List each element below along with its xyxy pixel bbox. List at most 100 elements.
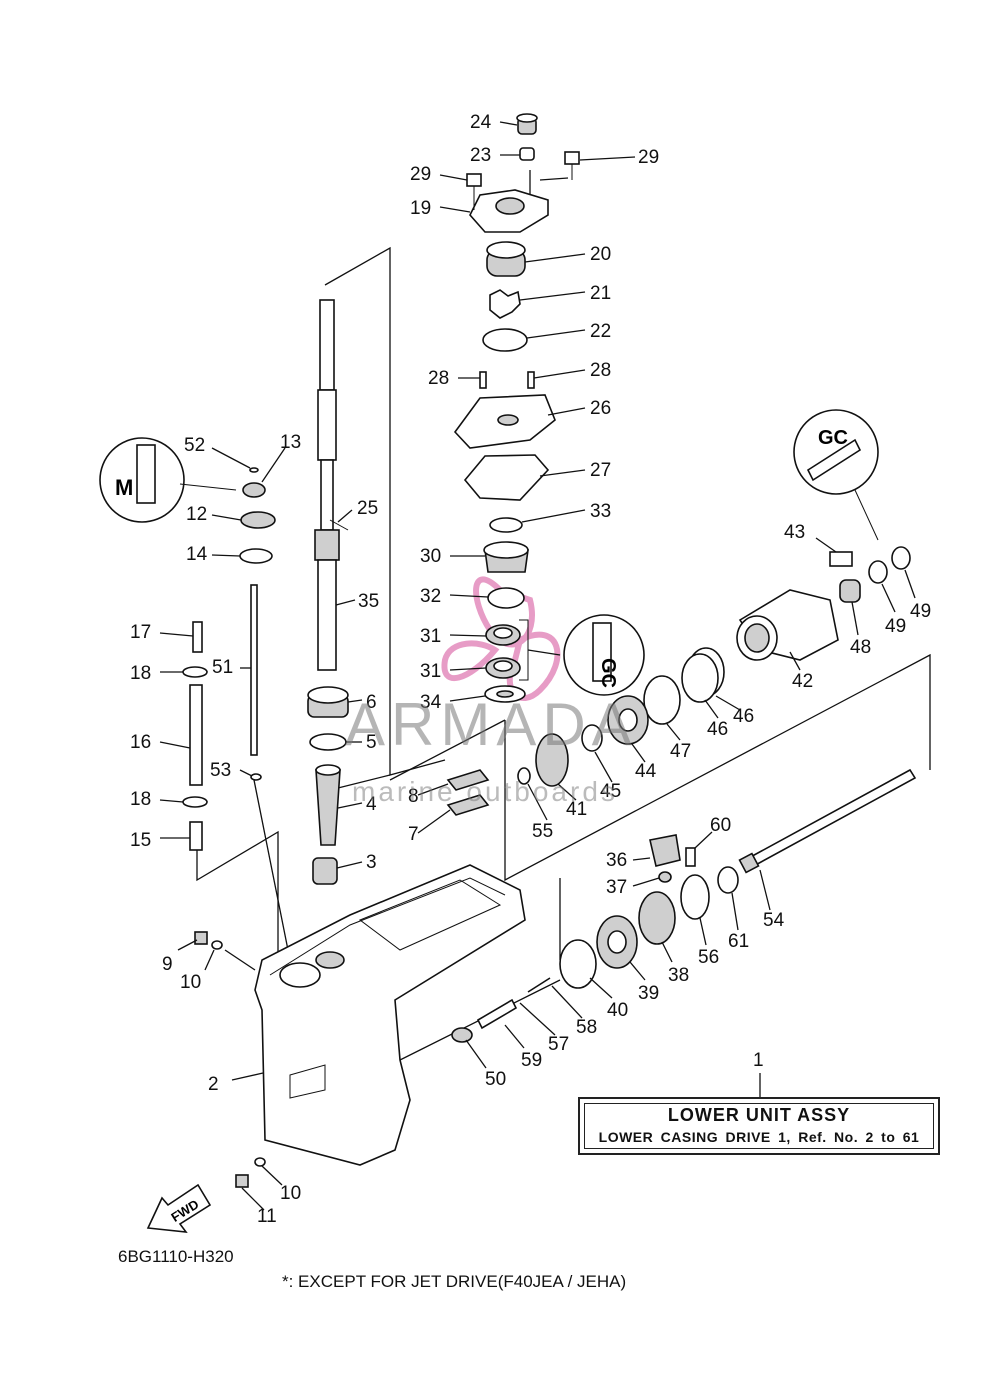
callout-51: 51 [212,657,233,678]
callout-22: 22 [590,321,611,342]
svg-text:GC: GC [818,427,848,449]
callout-numbers: 1 2 3 4 5 6 7 8 9 10 10 11 12 13 14 15 1… [130,112,931,1227]
prop-shaft-housing-parts [829,546,911,603]
callout-33: 33 [590,501,611,522]
reverse-gear [517,733,569,787]
plate-and-gasket [453,371,556,501]
callout-50: 50 [485,1069,506,1090]
callout-12: 12 [186,504,207,525]
callout-16: 16 [130,732,151,753]
callout-42: 42 [792,671,813,692]
callout-37: 37 [606,877,627,898]
callout-21: 21 [590,283,611,304]
callout-44: 44 [635,761,657,782]
callout-55: 55 [532,821,553,842]
callout-7: 7 [408,824,419,845]
callout-60: 60 [710,815,731,836]
callout-10a: 10 [180,972,201,993]
fwd-arrow: FWD [146,1183,212,1233]
shift-seals [239,467,276,564]
callout-14: 14 [186,544,208,565]
callout-38: 38 [668,965,689,986]
callout-17: 17 [130,622,151,643]
detail-circle-right: GC [793,409,879,541]
callout-40: 40 [607,1000,628,1021]
callout-57: 57 [548,1034,569,1055]
callout-5: 5 [366,732,377,753]
callout-56: 56 [698,947,719,968]
casing-screws [194,931,266,1188]
callout-49a: 49 [885,616,906,637]
impeller-parts [482,241,528,352]
lower-casing [254,864,526,1166]
callout-59: 59 [521,1050,542,1071]
callout-11: 11 [257,1206,277,1227]
pump-cover-part [466,113,580,233]
callout-35: 35 [358,591,379,612]
callout-18a: 18 [130,663,151,684]
callout-18b: 18 [130,789,151,810]
callout-20: 20 [590,244,611,265]
callout-31b: 31 [420,661,441,682]
housing-rings [581,647,725,752]
callout-10b: 10 [280,1183,301,1204]
callout-27: 27 [590,460,611,481]
callout-43: 43 [784,522,805,543]
callout-19: 19 [410,198,431,219]
callout-6: 6 [366,692,377,713]
callout-31a: 31 [420,626,441,647]
watermark-tagline: marine outboards [352,776,618,807]
callout-leaders [159,121,916,1211]
svg-text:M: M [115,475,133,500]
callout-61: 61 [728,931,749,952]
callout-53: 53 [210,760,231,781]
propeller-shaft [738,768,917,874]
callout-25: 25 [357,498,378,519]
drive-bearings [307,686,349,885]
callout-58: 58 [576,1017,597,1038]
callout-3: 3 [366,852,377,873]
callout-8: 8 [408,786,419,807]
callout-1: 1 [753,1050,764,1071]
callout-47: 47 [670,741,691,762]
callout-32: 32 [420,586,441,607]
shift-rod [250,584,262,781]
callout-15: 15 [130,830,151,851]
svg-text:GC: GC [597,658,619,688]
assembly-title-box: LOWER UNIT ASSY LOWER CASING DRIVE 1, Re… [578,1097,940,1155]
callout-54: 54 [763,910,785,931]
assembly-title-inner [584,1103,934,1149]
callout-41: 41 [566,799,587,820]
callout-2: 2 [208,1074,219,1095]
anodes [446,769,490,816]
callout-48: 48 [850,637,871,658]
callout-49b: 49 [910,601,931,622]
callout-39: 39 [638,983,659,1004]
oil-seal-stack [483,517,561,703]
callout-29a: 29 [410,164,431,185]
callout-13: 13 [280,432,301,453]
footnote: *: EXCEPT FOR JET DRIVE(F40JEA / JEHA) [282,1272,627,1291]
assembly-subtitle: LOWER CASING DRIVE 1, Ref. No. 2 to 61 [598,1129,920,1145]
detail-circle-left: M [99,437,237,523]
assembly-lines [196,170,931,1061]
diagram-code: 6BG1110-H320 [118,1247,234,1266]
callout-46b: 46 [733,706,754,727]
callout-45: 45 [600,781,621,802]
watermark-brand: ARMADA [345,691,638,758]
callout-46a: 46 [707,719,728,740]
callout-30: 30 [420,546,441,567]
callout-36: 36 [606,850,627,871]
drive-shaft [314,299,349,671]
callout-28b: 28 [590,360,611,381]
detail-circle-mid: GC [563,614,645,696]
callout-23: 23 [470,145,491,166]
callout-4: 4 [366,794,377,815]
callout-52: 52 [184,435,205,456]
callout-34: 34 [420,692,442,713]
callout-28a: 28 [428,368,449,389]
callout-29b: 29 [638,147,659,168]
water-tube-set [182,621,208,851]
callout-26: 26 [590,398,611,419]
